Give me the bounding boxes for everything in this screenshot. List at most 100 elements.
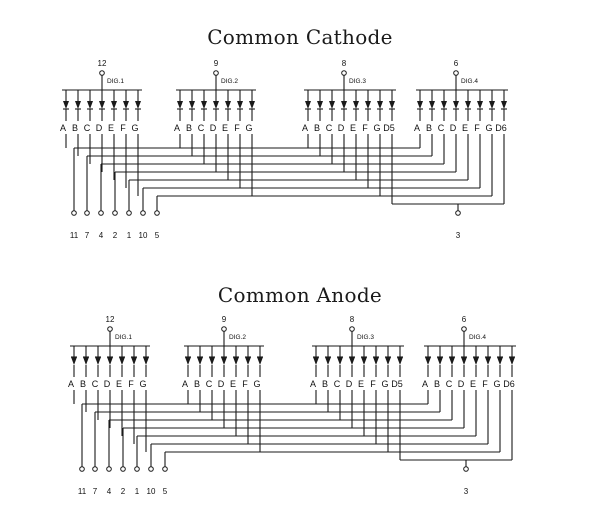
diode-symbol [417, 101, 423, 109]
diode-symbol [177, 101, 183, 109]
bottom-pin-terminal [134, 466, 140, 472]
diode-symbol [449, 357, 455, 365]
digit-pin-number: 6 [462, 315, 467, 324]
diode-symbol [95, 357, 101, 365]
diode-symbol [473, 357, 479, 365]
bottom-pin-terminal [71, 210, 77, 216]
segment-label: G [245, 123, 252, 133]
dp-pin-number: 3 [456, 231, 461, 240]
digit-pin-number: 9 [222, 315, 227, 324]
diode-symbol [361, 357, 367, 365]
diode-symbol [233, 357, 239, 365]
diode-symbol [501, 101, 507, 109]
diode-symbol [245, 357, 251, 365]
digit-pin-number: 6 [454, 59, 459, 68]
dp-pin-terminal [463, 466, 469, 472]
diode-symbol [305, 101, 311, 109]
segment-label: E [358, 379, 364, 389]
diode-symbol [461, 357, 467, 365]
segment-label: E [222, 123, 228, 133]
bottom-pin-terminal [120, 466, 126, 472]
segment-label: D [218, 379, 225, 389]
bottom-pin-terminal [79, 466, 85, 472]
diode-symbol [429, 101, 435, 109]
segment-label: F [128, 379, 134, 389]
segment-label: C [446, 379, 453, 389]
digit-label: DIG.3 [349, 78, 366, 85]
diode-symbol [237, 101, 243, 109]
digit-label: DIG.2 [229, 334, 246, 341]
diode-symbol [453, 101, 459, 109]
segment-label: B [434, 379, 440, 389]
bottom-pin-terminal [92, 466, 98, 472]
bottom-pin-terminal [84, 210, 90, 216]
segment-label: A [302, 123, 308, 133]
segment-label: D [458, 379, 465, 389]
segment-label: D [338, 123, 345, 133]
diode-symbol [213, 101, 219, 109]
diode-symbol [197, 357, 203, 365]
diode-symbol [489, 101, 495, 109]
diode-symbol [337, 357, 343, 365]
bottom-pin-terminal [126, 210, 132, 216]
digit-pin-number: 12 [98, 59, 107, 68]
segment-label: F [234, 123, 240, 133]
segment-label: E [108, 123, 114, 133]
digit-common-terminal [461, 326, 467, 332]
diode-symbol [397, 357, 403, 365]
diode-symbol [329, 101, 335, 109]
segment-label: D6 [503, 379, 515, 389]
common-anode-title: Common Anode [217, 283, 383, 307]
diode-symbol [373, 357, 379, 365]
segment-label: F [120, 123, 126, 133]
segment-label: C [334, 379, 341, 389]
segment-label: D6 [495, 123, 507, 133]
diode-symbol [143, 357, 149, 365]
bottom-pin-terminal [140, 210, 146, 216]
digit-pin-number: 8 [342, 59, 347, 68]
diode-symbol [107, 357, 113, 365]
diode-symbol [225, 101, 231, 109]
segment-label: F [242, 379, 248, 389]
bottom-pin-terminal [148, 466, 154, 472]
diode-symbol [425, 357, 431, 365]
diode-symbol [131, 357, 137, 365]
diode-symbol [201, 101, 207, 109]
diode-symbol [353, 101, 359, 109]
segment-label: B [426, 123, 432, 133]
diode-symbol [509, 357, 515, 365]
diode-symbol [209, 357, 215, 365]
diode-symbol [441, 101, 447, 109]
diode-symbol [389, 101, 395, 109]
segment-label: A [414, 123, 420, 133]
digit-label: DIG.1 [107, 78, 124, 85]
bottom-pin-number: 4 [99, 231, 104, 240]
diode-symbol [257, 357, 263, 365]
diode-symbol [249, 101, 255, 109]
segment-label: C [326, 123, 333, 133]
diode-symbol [365, 101, 371, 109]
segment-label: G [131, 123, 138, 133]
segment-label: B [186, 123, 192, 133]
digit-common-terminal [213, 70, 219, 76]
bottom-pin-number: 1 [135, 487, 140, 496]
segment-label: D [450, 123, 457, 133]
segment-label: B [314, 123, 320, 133]
segment-label: A [60, 123, 66, 133]
diode-symbol [485, 357, 491, 365]
segment-label: F [474, 123, 480, 133]
bottom-pin-number: 5 [155, 231, 160, 240]
diode-symbol [313, 357, 319, 365]
segment-label: A [182, 379, 188, 389]
segment-label: D5 [383, 123, 395, 133]
digit-label: DIG.4 [461, 78, 478, 85]
diode-symbol [497, 357, 503, 365]
segment-label: D [104, 379, 111, 389]
segment-label: D [346, 379, 353, 389]
segment-label: C [198, 123, 205, 133]
digit-label: DIG.2 [221, 78, 238, 85]
segment-label: D [210, 123, 217, 133]
diode-symbol [75, 101, 81, 109]
diode-symbol [119, 357, 125, 365]
